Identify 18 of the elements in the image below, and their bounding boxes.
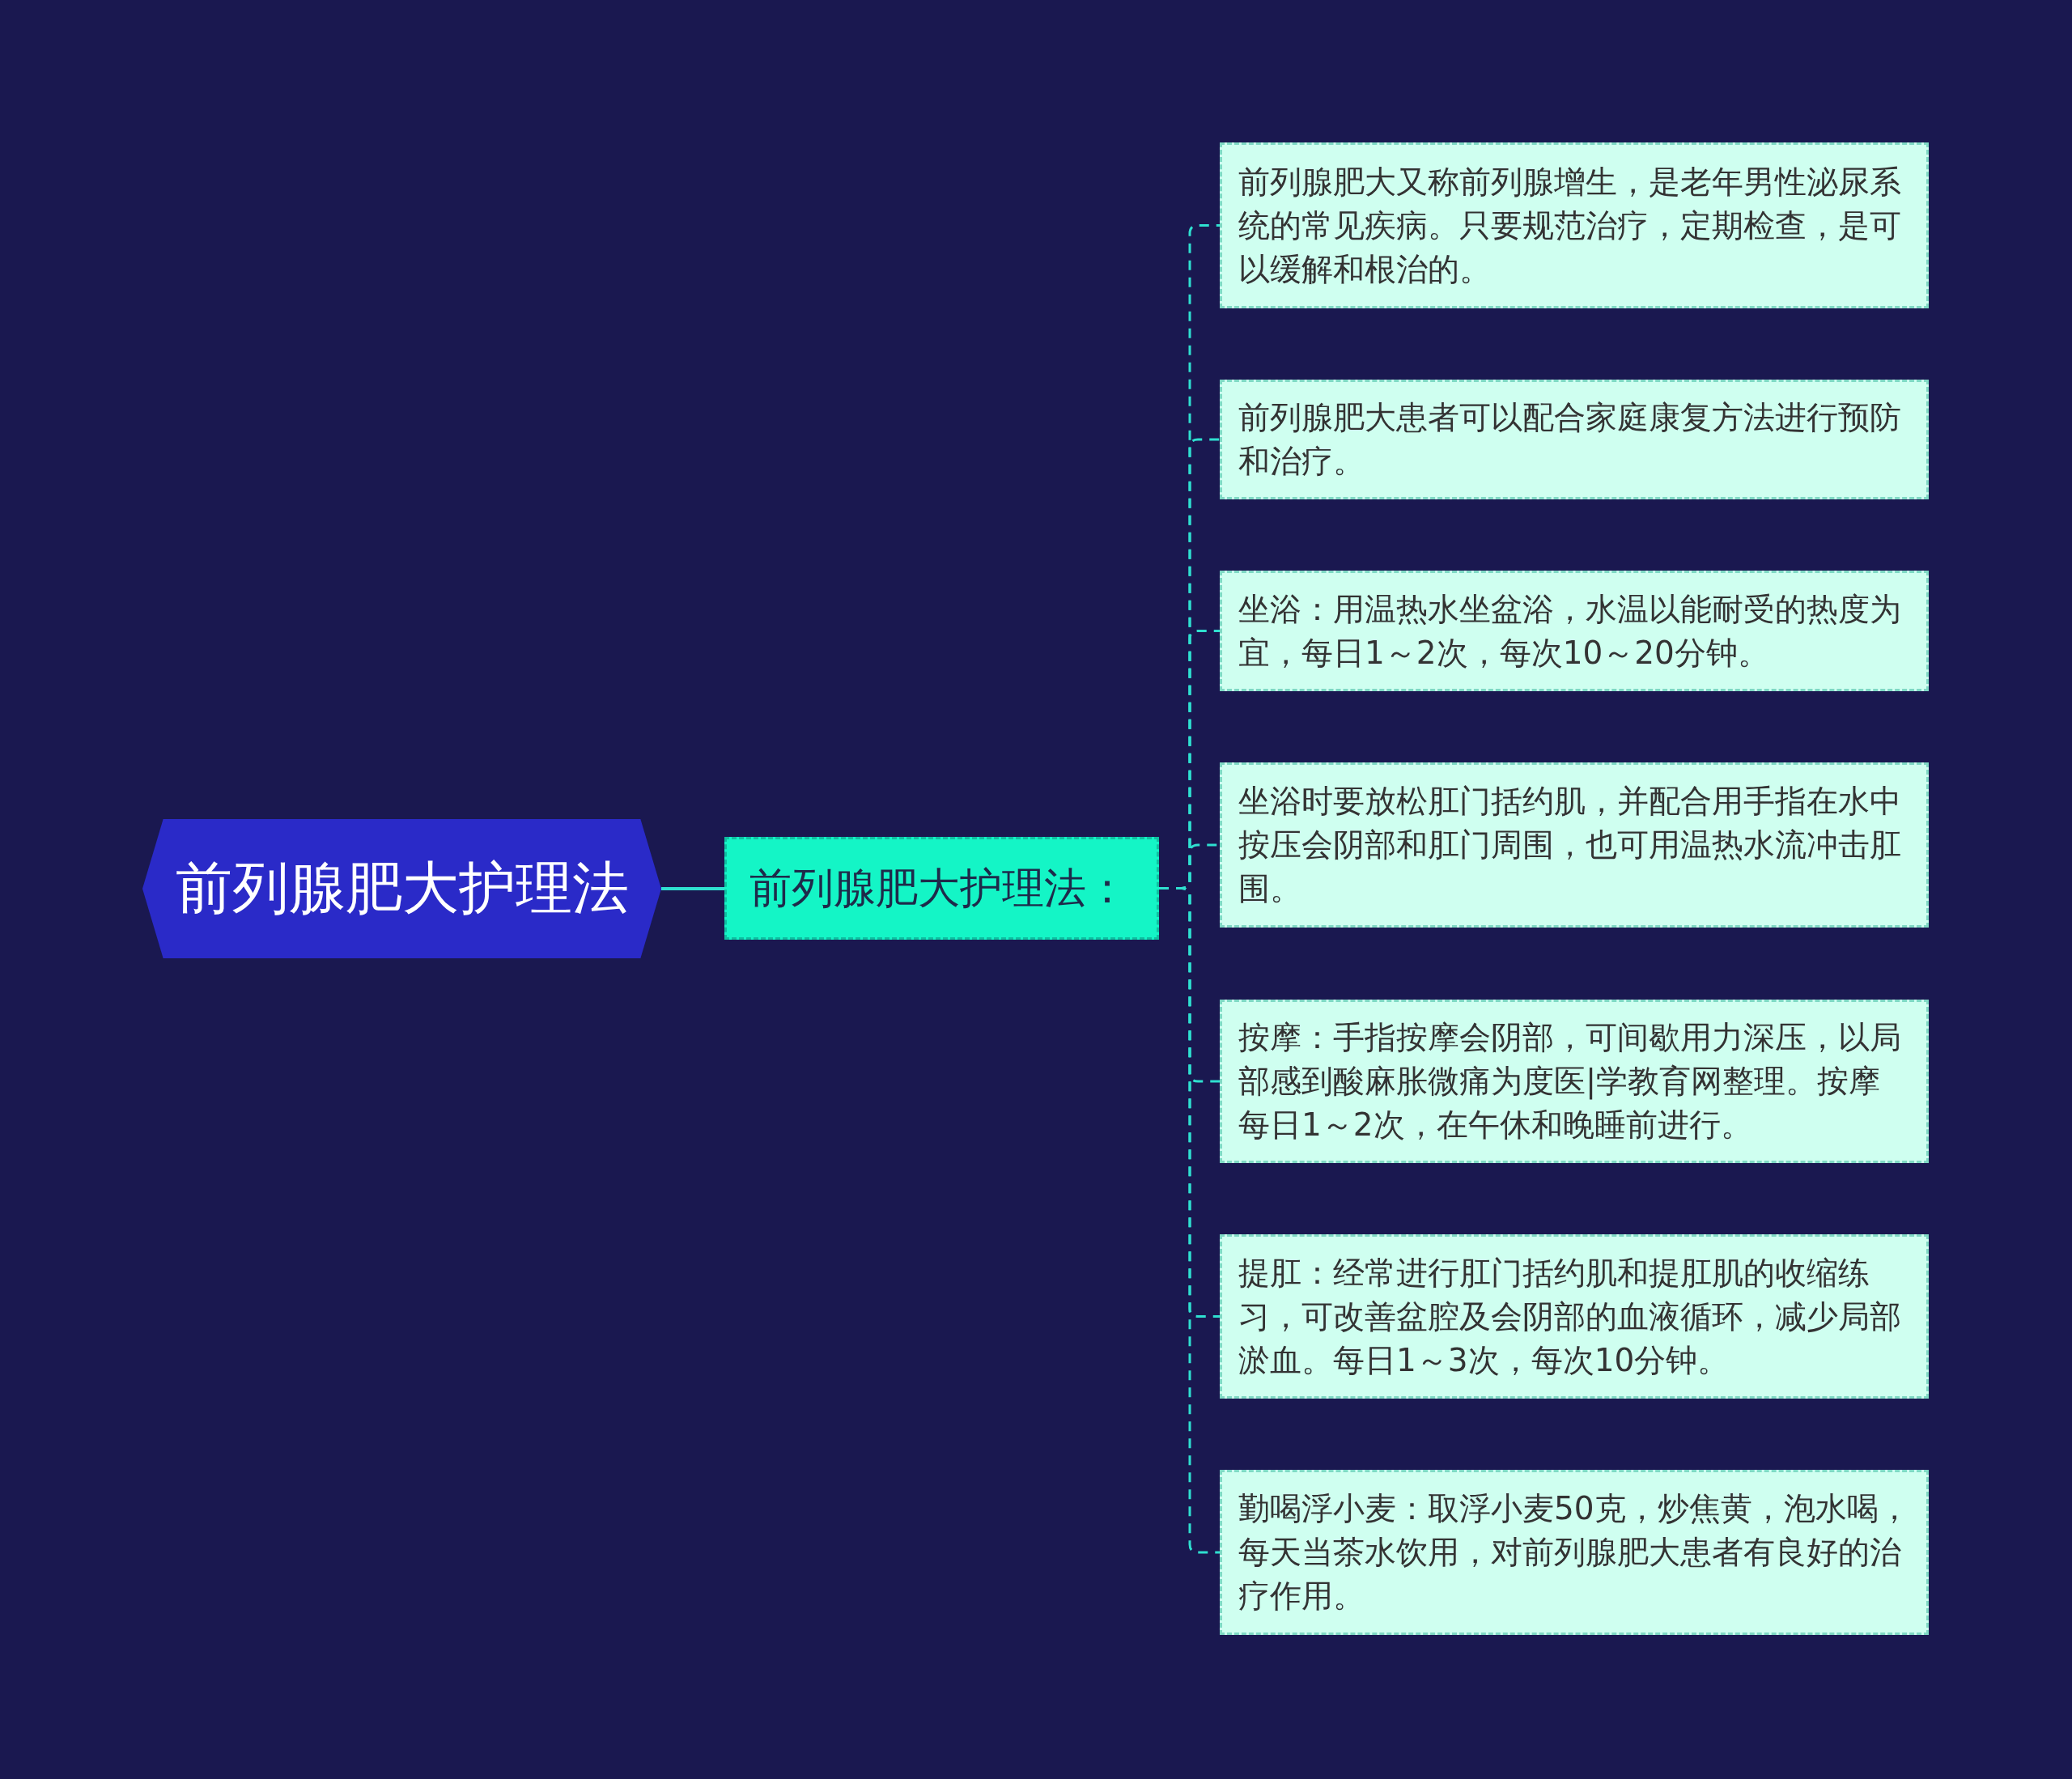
note-text: 勤喝浮小麦：取浮小麦50克，炒焦黄，泡水喝，每天当茶水饮用，对前列腺肥大患者有良好的治疗作用。 <box>1238 1489 1910 1616</box>
note-box <box>1220 571 1929 691</box>
note-text: 坐浴：用温热水坐盆浴，水温以能耐受的热度为宜，每日1～2次，每次10～20分钟。 <box>1238 589 1902 673</box>
note-text: 坐浴时要放松肛门括约肌，并配合用手指在水中按压会阴部和肛门周围，也可用温热水流冲击肛围。 <box>1238 782 1902 908</box>
topic-text: 前列腺肥大护理法 <box>175 854 629 923</box>
note-box <box>1220 380 1929 499</box>
note-box <box>1220 142 1929 308</box>
note-box <box>1220 1000 1929 1163</box>
note-box <box>1220 1234 1929 1399</box>
note-text: 前列腺肥大患者可以配合家庭康复方法进行预防和治疗。 <box>1238 398 1902 481</box>
note-box <box>1220 762 1929 928</box>
connector-line <box>661 887 724 890</box>
topic-box <box>724 837 1159 940</box>
note-text: 前列腺肥大又称前列腺增生，是老年男性泌尿系统的常见疾病。只要规范治疗，定期检查，是可以缓解和根治的。 <box>1238 162 1902 289</box>
note-box <box>1220 1470 1929 1635</box>
topic-text: 前列腺肥大护理法： <box>749 862 1128 914</box>
note-text: 提肛：经常进行肛门括约肌和提肛肌的收缩练习，可改善盆腔及会阴部的血液循环，减少局部淤血。每日1～3次，每次10分钟。 <box>1238 1253 1902 1380</box>
note-text: 按摩：手指按摩会阴部，可间歇用力深压，以局部感到酸麻胀微痛为度医|学教育网整理。按摩每日1～2次，在午休和晚睡前进行。 <box>1238 1018 1902 1144</box>
